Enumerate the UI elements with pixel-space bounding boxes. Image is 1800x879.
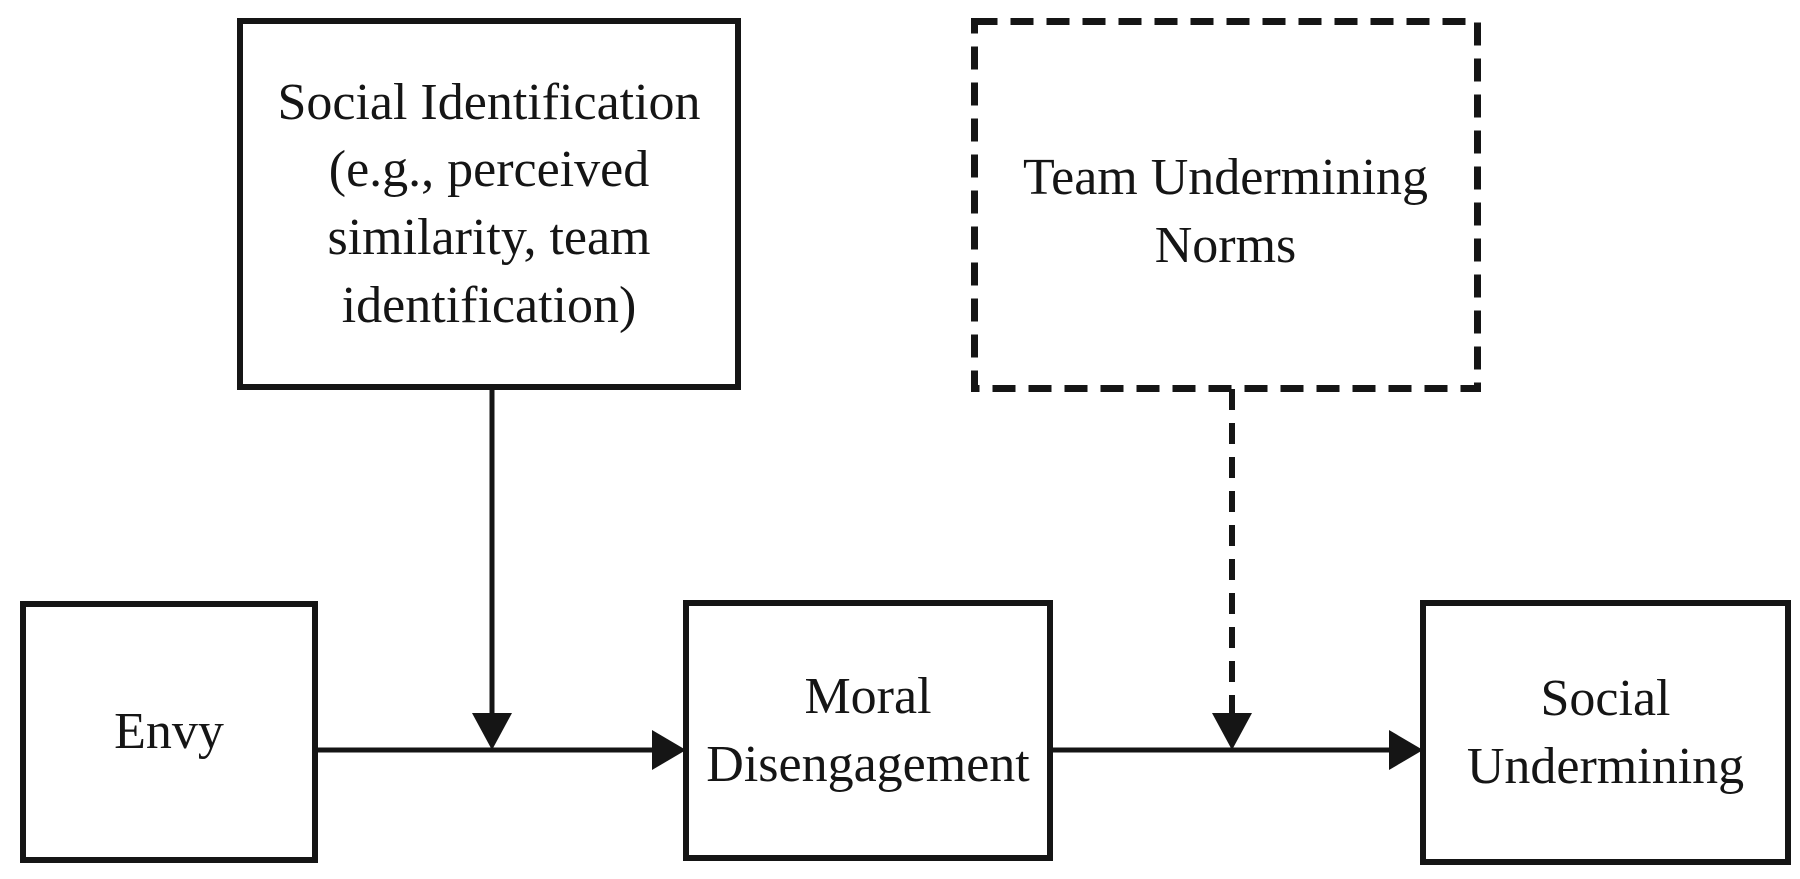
box-social-identification-label: Social Identification (e.g., perceived s… [277,73,701,334]
arrow-social-identification-moderation [472,387,512,750]
box-social-undermining-label: Social Undermining [1466,669,1745,795]
box-envy: Envy [26,607,312,857]
arrowhead-down-icon [472,713,512,750]
arrow-team-undermining-norms-moderation [1212,389,1252,750]
box-team-undermining-norms: Team Undermining Norms [977,24,1474,385]
arrowhead-right-icon [652,730,686,770]
box-moral-disengagement-label: Moral Disengagement [706,667,1030,793]
box-social-undermining: Social Undermining [1426,606,1785,859]
box-outline-envy [20,601,318,863]
box-team-undermining-norms-label: Team Undermining Norms [1022,148,1429,274]
box-outline-social-undermining [1420,600,1791,865]
arrowhead-down-icon [1212,713,1252,750]
arrowhead-right-icon [1389,730,1423,770]
box-outline-moral-disengagement [683,600,1053,861]
box-outline-social-identification [237,18,741,390]
box-envy-label: Envy [114,703,224,761]
box-outline-team-undermining-norms [971,18,1481,392]
arrow-envy-to-moral-disengagement [315,730,686,770]
box-moral-disengagement: Moral Disengagement [689,606,1047,855]
arrow-moral-disengagement-to-social-undermining [1050,730,1423,770]
box-social-identification: Social Identification (e.g., perceived s… [243,24,735,384]
